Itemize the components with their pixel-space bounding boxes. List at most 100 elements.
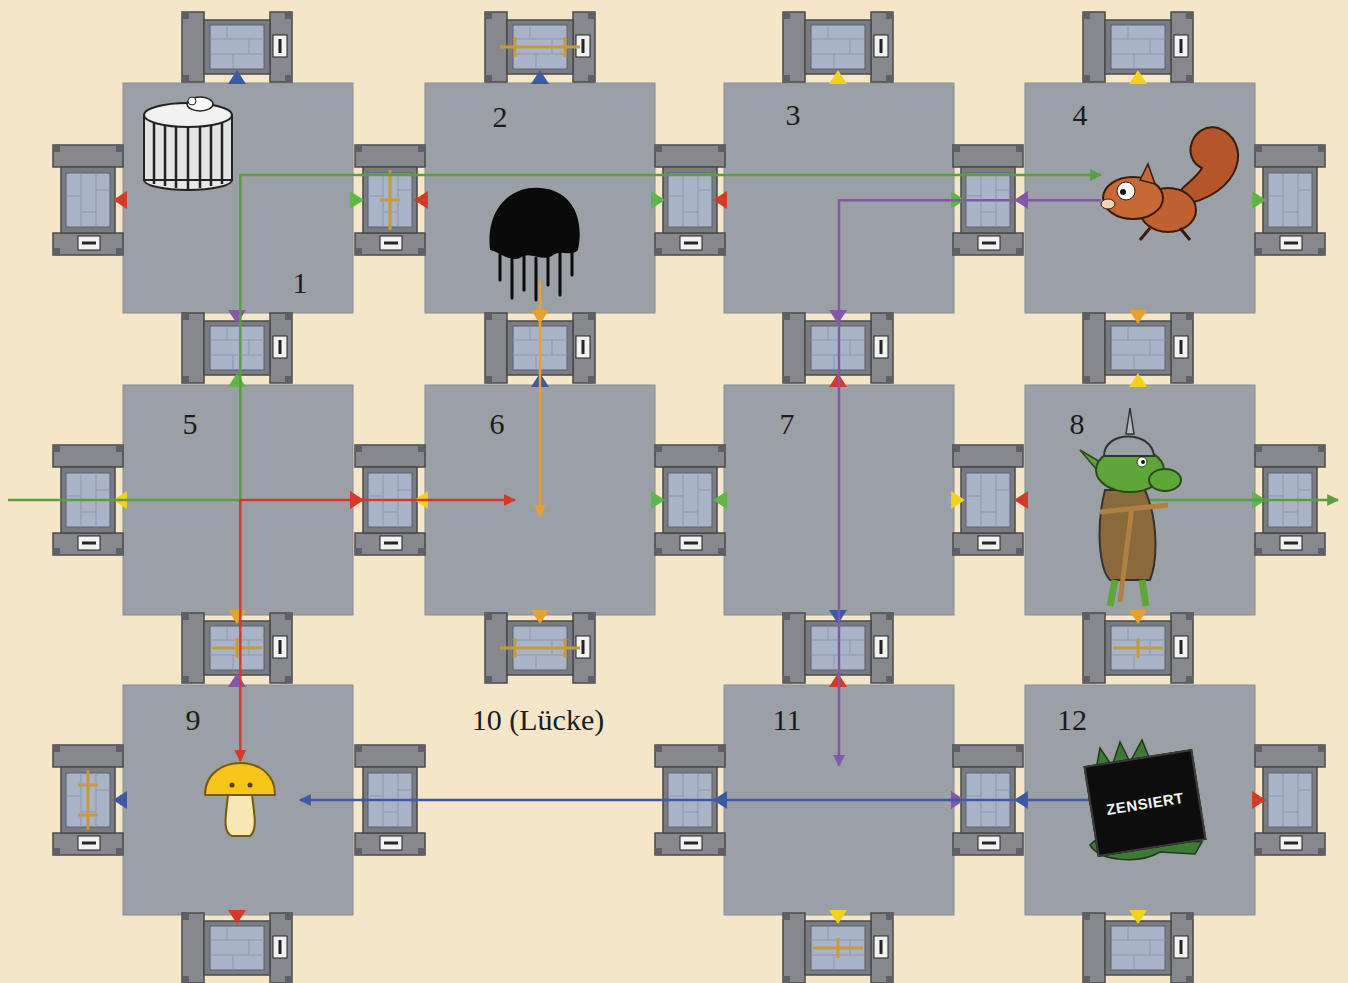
goblin-figure	[1141, 460, 1145, 464]
gate-bar	[380, 170, 400, 230]
door-marker	[651, 191, 665, 209]
room-tile: 6	[425, 385, 655, 615]
gate-bar	[78, 770, 98, 830]
door-marker	[951, 491, 965, 509]
gate-bar	[813, 938, 863, 958]
door-marker	[414, 191, 428, 209]
path-line	[8, 499, 240, 502]
room-number: 3	[786, 100, 801, 130]
room-square	[123, 83, 353, 313]
door-marker	[1129, 910, 1147, 924]
door-marker	[829, 70, 847, 84]
room-number: 7	[780, 409, 795, 439]
door-marker	[228, 610, 246, 624]
door-marker	[1014, 491, 1028, 509]
gate-bar	[500, 638, 580, 658]
mushroom-figure	[230, 783, 235, 788]
mushroom-figure	[205, 763, 275, 795]
cage-figure	[144, 97, 232, 190]
gate-bar	[1113, 638, 1163, 658]
sign-text: ZENSIERT	[1105, 788, 1185, 817]
room-number: 8	[1070, 409, 1085, 439]
room-number: 9	[186, 705, 201, 735]
goblin-figure	[1149, 469, 1181, 491]
room-tile: 4	[1025, 83, 1255, 313]
censored-sign: ZENSIERT	[1083, 749, 1206, 857]
room-tile: 2	[425, 83, 655, 313]
mushroom-figure	[248, 783, 253, 788]
cage-figure	[187, 97, 213, 111]
room-tile: 5	[123, 385, 353, 615]
blob-figure	[500, 250, 572, 300]
blob-figure	[490, 188, 580, 259]
room-number: 11	[773, 705, 802, 735]
gap-label: 10 (Lücke)	[472, 705, 604, 735]
room-number: 2	[493, 102, 508, 132]
door-marker	[113, 70, 1266, 924]
mushroom-figure	[205, 763, 275, 836]
room-tile: 8	[1025, 385, 1255, 615]
room-tile: 1	[123, 83, 353, 313]
route-line	[239, 500, 242, 761]
route-line	[240, 499, 514, 502]
door-marker	[829, 910, 847, 924]
door-marker	[651, 491, 665, 509]
room-tile: 3	[724, 83, 954, 313]
door-marker	[1129, 70, 1147, 84]
blob-figure	[490, 188, 580, 300]
room-tile: 9	[123, 685, 353, 915]
door-marker	[350, 191, 364, 209]
gate-bar	[78, 37, 1163, 958]
door-marker	[113, 191, 127, 209]
path-line	[1150, 499, 1338, 502]
route-line	[240, 175, 1101, 500]
goblin-figure	[1110, 580, 1146, 606]
goblin-figure	[1100, 505, 1168, 602]
cage-figure	[188, 97, 196, 105]
door-marker	[228, 70, 246, 84]
room-square	[1025, 83, 1255, 313]
squirrel-figure	[1140, 228, 1190, 240]
door-marker	[713, 491, 727, 509]
gate-bar	[500, 37, 580, 57]
route-line	[839, 200, 1101, 765]
door-marker	[531, 70, 549, 84]
room-number: 1	[293, 268, 308, 298]
gate-piece	[53, 745, 123, 855]
door-marker	[1129, 373, 1147, 387]
goblin-figure	[1104, 437, 1154, 457]
gate-piece	[53, 145, 123, 255]
room-tile: 12ZENSIERT	[1025, 685, 1255, 915]
room-tile: 7	[724, 385, 954, 615]
door-marker	[1129, 310, 1147, 324]
squirrel-figure	[1120, 189, 1126, 195]
door-marker	[1252, 791, 1266, 809]
door-marker	[228, 310, 246, 324]
room-square	[425, 83, 655, 313]
room-tile: 11	[724, 685, 954, 915]
route-line	[539, 281, 542, 516]
cage-figure	[154, 120, 222, 190]
door-marker	[1129, 610, 1147, 624]
squirrel-figure	[1101, 199, 1115, 209]
gate-bar	[212, 638, 262, 658]
door-marker	[228, 673, 246, 687]
door-marker	[531, 610, 549, 624]
room-number: 4	[1073, 100, 1088, 130]
goblin-figure	[1080, 408, 1181, 606]
door-marker	[228, 373, 246, 387]
gate-piece	[53, 12, 1325, 983]
door-marker	[1252, 191, 1266, 209]
room-tiles	[123, 83, 1255, 915]
squirrel-figure	[1140, 164, 1155, 184]
goblin-figure	[1137, 457, 1147, 467]
route-line	[300, 799, 1101, 802]
room-number: 5	[183, 409, 198, 439]
mushroom-figure	[226, 795, 255, 836]
door-marker	[113, 791, 127, 809]
door-marker	[713, 191, 727, 209]
goblin-figure	[1126, 408, 1134, 434]
squirrel-figure	[1101, 127, 1238, 240]
door-marker	[228, 910, 246, 924]
